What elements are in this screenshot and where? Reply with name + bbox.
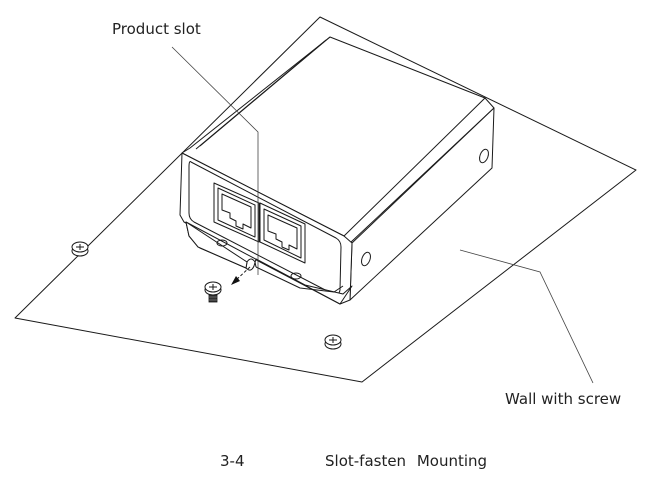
side-hole [361,251,371,267]
screw-icon [71,241,89,257]
figure-number: 3-4 [220,452,245,470]
wall-leader [459,249,594,384]
arrow-down-left-icon [231,266,251,285]
rj45-port-icon [213,182,260,243]
side-hole [479,148,489,164]
wall-with-screw-label: Wall with screw [505,390,622,408]
figure-caption: Slot-fasten Mounting [325,452,488,470]
screw-icon [204,281,222,303]
product-slot-label: Product slot [112,20,201,38]
rj45-port-icon [259,202,306,264]
product-slot-leader [171,46,259,275]
screw-icon [324,334,342,350]
